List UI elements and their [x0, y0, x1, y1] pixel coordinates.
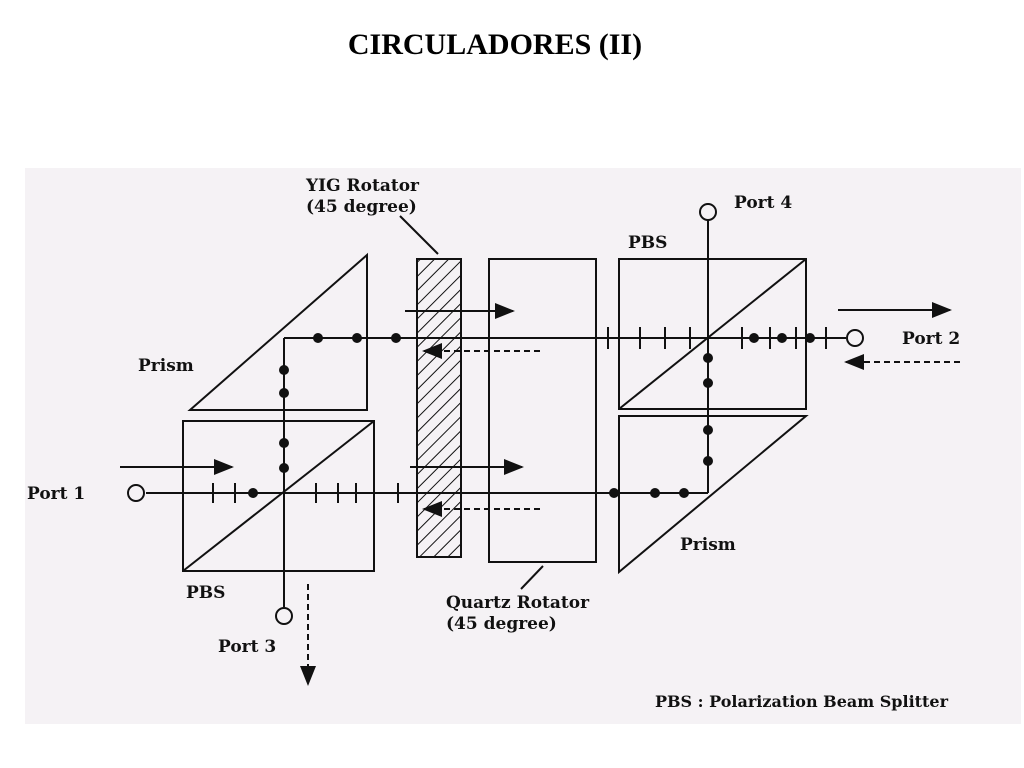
pbs-right-diagonal: [618, 258, 807, 410]
prism-left-label: Prism: [138, 356, 194, 376]
yig-label-line2: (45 degree): [306, 197, 417, 217]
yig-pointer: [399, 215, 439, 255]
prism-right-label: Prism: [680, 535, 736, 555]
pbs-left-diagonal: [182, 420, 375, 572]
polarization-dots: [248, 333, 815, 498]
pbs-right-cube: [618, 258, 807, 410]
port2-label: Port 2: [902, 329, 960, 349]
pbs-right-label: PBS: [628, 233, 667, 253]
polarization-ticks: [212, 327, 827, 503]
port3-circle: [275, 607, 293, 625]
quartz-pointer: [520, 565, 544, 590]
quartz-rotator: [488, 258, 597, 563]
page-title: CIRCULADORES (II): [347, 28, 643, 61]
port3-label: Port 3: [218, 637, 276, 657]
quartz-label-line1: Quartz Rotator: [446, 593, 590, 613]
yig-rotator: [416, 258, 462, 558]
pbs-left-cube: [182, 420, 375, 572]
diagram-background: [25, 168, 1021, 724]
yig-label-line1: YIG Rotator: [305, 176, 420, 196]
quartz-label-line2: (45 degree): [446, 614, 557, 634]
legend-pbs: PBS : Polarization Beam Splitter: [655, 692, 949, 711]
port4-circle: [699, 203, 717, 221]
pbs-left-label: PBS: [186, 583, 225, 603]
port2-circle: [846, 329, 864, 347]
prism-left: [187, 252, 368, 411]
port1-circle: [127, 484, 145, 502]
port4-label: Port 4: [734, 193, 792, 213]
port1-label: Port 1: [27, 484, 85, 504]
